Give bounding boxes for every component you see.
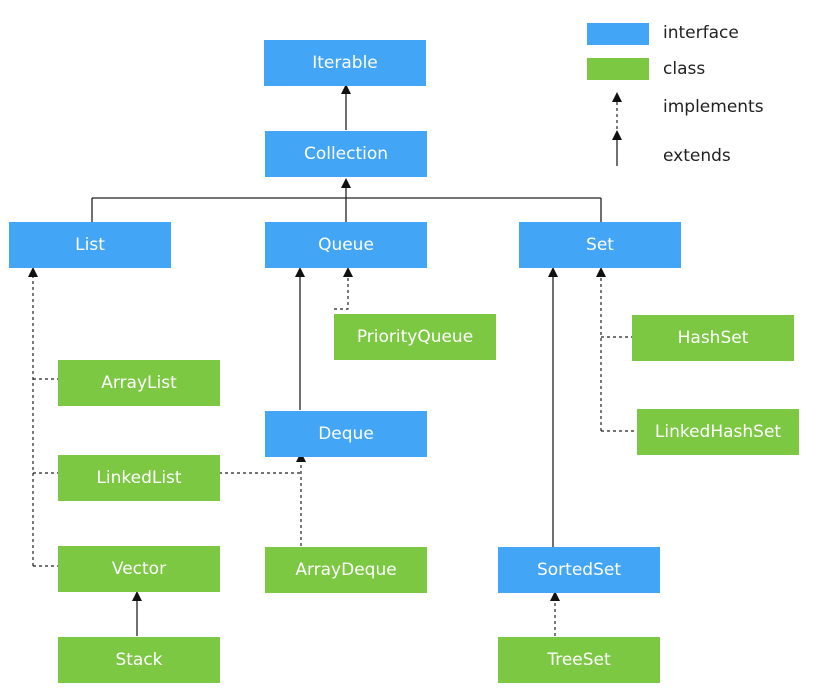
node-sortedset: SortedSet [498, 547, 660, 593]
arrowhead-list [28, 267, 38, 277]
node-arraydeque-label: ArrayDeque [295, 560, 397, 580]
node-vector-label: Vector [111, 559, 167, 579]
node-hashset-label: HashSet [677, 328, 749, 348]
node-arraydeque: ArrayDeque [265, 547, 427, 593]
arrowhead-sortedset [550, 591, 560, 601]
node-arraylist-label: ArrayList [101, 373, 177, 393]
edge-priorityqueue-queue [334, 277, 349, 310]
node-linkedlist-label: LinkedList [96, 468, 182, 488]
node-arraylist: ArrayList [58, 360, 220, 406]
arrowhead-iterable [341, 84, 351, 94]
arrowhead-queue-deque [295, 267, 305, 277]
legend-extends-label: extends [663, 146, 731, 166]
node-hashset: HashSet [632, 315, 794, 361]
legend-implements-arrowhead [612, 92, 622, 102]
legend-interface-swatch [587, 23, 649, 45]
legend-implements-label: implements [663, 97, 764, 117]
node-linkedlist: LinkedList [58, 455, 220, 501]
legend-interface-label: interface [663, 23, 739, 43]
arrowhead-collection [341, 178, 351, 188]
node-set-label: Set [586, 235, 614, 255]
node-linkedhashset: LinkedHashSet [637, 409, 799, 455]
node-list-label: List [75, 235, 105, 255]
arrowhead-set-hash [596, 267, 606, 277]
node-treeset-label: TreeSet [547, 650, 611, 670]
arrowhead-vector [132, 591, 142, 601]
node-sortedset-label: SortedSet [536, 560, 621, 580]
node-collection: Collection [265, 131, 427, 177]
node-deque-label: Deque [318, 424, 374, 444]
arrowhead-set-sorted [548, 267, 558, 277]
node-queue: Queue [265, 222, 427, 268]
legend-class-label: class [663, 59, 706, 79]
node-collection-label: Collection [303, 144, 389, 164]
legend-extends-arrowhead [612, 130, 622, 140]
node-vector: Vector [58, 546, 220, 592]
node-set: Set [519, 222, 681, 268]
node-priorityqueue: PriorityQueue [334, 314, 496, 360]
node-priorityqueue-label: PriorityQueue [356, 327, 474, 347]
node-linkedhashset-label: LinkedHashSet [654, 422, 782, 442]
node-stack-label: Stack [115, 650, 163, 670]
node-stack: Stack [58, 637, 220, 683]
node-iterable: Iterable [264, 40, 426, 86]
node-deque: Deque [265, 411, 427, 457]
arrowhead-deque [296, 452, 306, 462]
arrowhead-queue-priority [343, 267, 353, 277]
node-queue-label: Queue [318, 235, 374, 255]
node-list: List [9, 222, 171, 268]
legend-class-swatch [587, 58, 649, 80]
node-treeset: TreeSet [498, 637, 660, 683]
node-iterable-label: Iterable [312, 53, 378, 73]
